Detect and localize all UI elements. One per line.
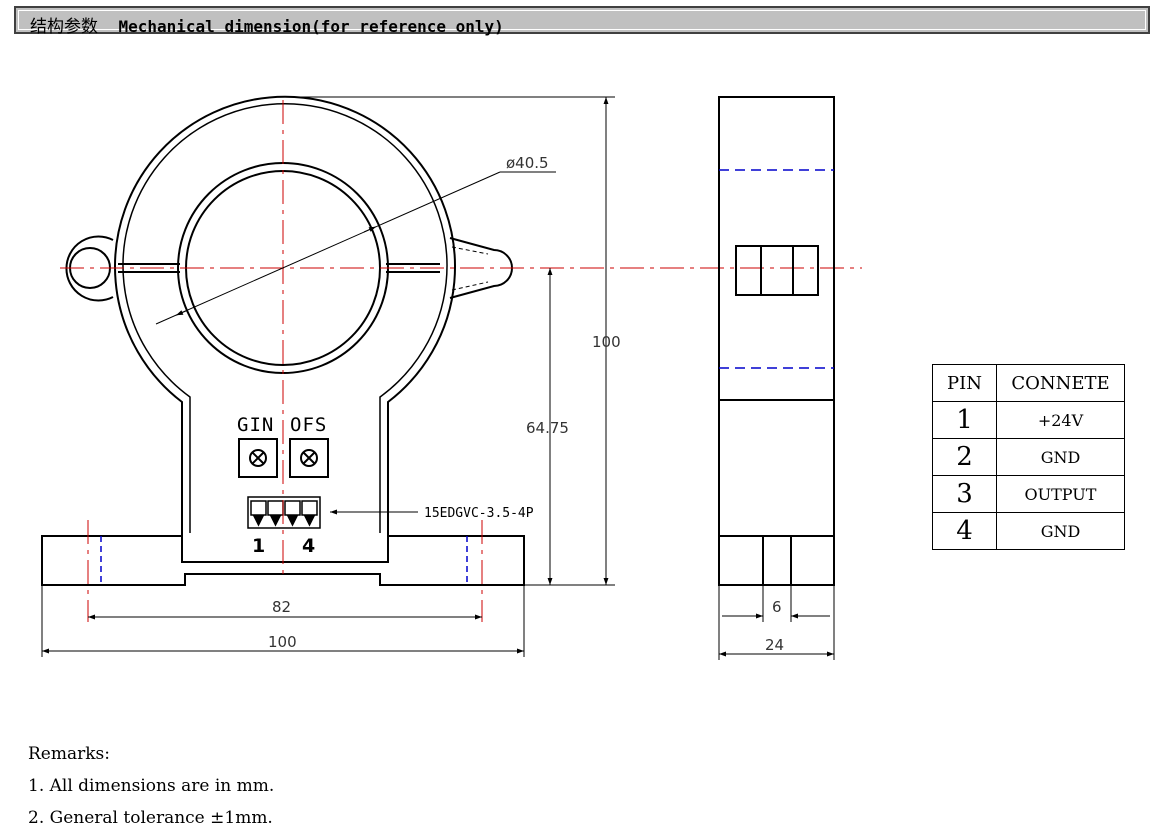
- pin-number: 1: [932, 401, 997, 439]
- pin-header: PIN: [932, 364, 997, 402]
- pin-number: 2: [932, 438, 997, 476]
- body-inner: [122, 103, 448, 533]
- label-pin-first: 1: [252, 535, 265, 557]
- title-english: Mechanical dimension(for reference only): [118, 17, 504, 36]
- dim-diameter: ø40.5: [506, 154, 549, 172]
- side-body: [718, 96, 835, 586]
- remark-item: 2. General tolerance ±1mm.: [28, 808, 273, 828]
- side-dimension-lines: [718, 585, 835, 660]
- dimension-lines: [41, 96, 615, 657]
- connector: [247, 496, 321, 529]
- pin-number: 4: [932, 512, 997, 550]
- dim-width-inner: 82: [272, 598, 291, 616]
- remark-item: 1. All dimensions are in mm.: [28, 776, 275, 796]
- pin-table: PIN CONNETE 1 +24V 2 GND 3 OUTPUT 4 GND: [932, 364, 1125, 550]
- dim-side-connector: 6: [772, 598, 782, 616]
- label-pin-last: 4: [302, 535, 315, 557]
- table-row: 2 GND: [932, 438, 1125, 476]
- pin-number: 3: [932, 475, 997, 513]
- side-pots: [735, 245, 819, 296]
- dim-side-total: 24: [765, 636, 784, 654]
- table-row: 4 GND: [932, 512, 1125, 550]
- hidden-lines: [100, 536, 468, 585]
- dim-width-total: 100: [268, 633, 297, 651]
- front-view: [41, 95, 862, 657]
- remarks: Remarks: 1. All dimensions are in mm. 2.…: [28, 742, 274, 838]
- table-row: 3 OUTPUT: [932, 475, 1125, 513]
- pin-signal: GND: [996, 438, 1125, 476]
- connete-header: CONNETE: [996, 364, 1125, 402]
- remarks-title: Remarks:: [28, 744, 110, 764]
- pin-signal: OUTPUT: [996, 475, 1125, 513]
- pin-table-header: PIN CONNETE: [932, 364, 1125, 402]
- dim-height-total: 100: [592, 333, 621, 351]
- dim-height-center: 64.75: [526, 419, 569, 437]
- side-view: [718, 96, 835, 660]
- title-bar-inner: [18, 10, 1146, 30]
- title-chinese: 结构参数: [30, 17, 98, 37]
- page-title: 结构参数 Mechanical dimension(for reference …: [30, 12, 504, 37]
- gin-pot: [238, 438, 278, 478]
- title-bar: 结构参数 Mechanical dimension(for reference …: [14, 6, 1150, 37]
- label-ofs: OFS: [290, 414, 327, 436]
- pin-signal: +24V: [996, 401, 1125, 439]
- pin-signal: GND: [996, 512, 1125, 550]
- centerlines: [60, 100, 862, 622]
- label-gin: GIN: [237, 414, 274, 436]
- table-row: 1 +24V: [932, 401, 1125, 439]
- ofs-pot: [289, 438, 329, 478]
- label-connector: 15EDGVC-3.5-4P: [424, 506, 534, 521]
